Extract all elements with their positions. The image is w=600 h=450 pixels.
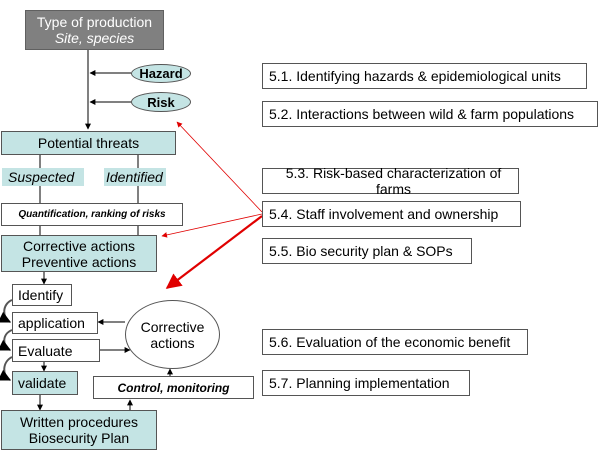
corrective-actions-oval: Corrective actions xyxy=(125,300,220,369)
evaluate-label: Evaluate xyxy=(18,342,73,359)
written-line2: Biosecurity Plan xyxy=(28,430,130,446)
loop-arrow-3 xyxy=(0,356,13,381)
evaluate-box: Evaluate xyxy=(12,339,100,362)
potential-threats-label: Potential threats xyxy=(37,135,140,151)
section-5-5: 5.5. Bio security plan & SOPs xyxy=(262,238,472,264)
hazard-label: Hazard xyxy=(139,66,183,81)
loop-arrow-1 xyxy=(0,299,13,323)
written-procedures-box: Written procedures Biosecurity Plan xyxy=(1,410,157,450)
control-monitoring-label: Control, monitoring xyxy=(117,380,230,395)
section-5-4-label: 5.4. Staff involvement and ownership xyxy=(269,206,499,222)
section-5-3-label: 5.3. Risk-based characterization of farm… xyxy=(285,165,502,197)
production-box: Type of production Site, species xyxy=(25,10,164,50)
section-5-6: 5.6. Evaluation of the economic benefit xyxy=(262,329,528,355)
identified-label: Identified xyxy=(104,168,166,186)
section-5-2: 5.2. Interactions between wild & farm po… xyxy=(262,101,598,127)
identify-label: Identify xyxy=(18,287,64,303)
section-5-3: 5.3. Risk-based characterization of farm… xyxy=(262,165,519,197)
section-5-6-label: 5.6. Evaluation of the economic benefit xyxy=(269,334,511,350)
application-label: application xyxy=(18,315,85,331)
validate-box: validate xyxy=(12,371,78,395)
section-5-7-label: 5.7. Planning implementation xyxy=(269,375,450,391)
written-line1: Written procedures xyxy=(19,414,138,430)
control-monitoring-box: Control, monitoring xyxy=(93,376,254,399)
corrective-line1: Corrective actions xyxy=(22,237,136,254)
suspected-label: Suspected xyxy=(2,168,84,186)
oval-line1: Corrective xyxy=(140,318,205,335)
application-box: application xyxy=(12,312,98,334)
hazard-oval: Hazard xyxy=(131,64,191,83)
loop-arrow-2 xyxy=(0,329,13,351)
validate-label: validate xyxy=(18,375,67,391)
corrective-actions-box: Corrective actions Preventive actions xyxy=(1,235,157,272)
red-arrow-to-written-bold xyxy=(165,215,263,289)
corrective-line2: Preventive actions xyxy=(21,253,137,270)
section-5-5-label: 5.5. Bio security plan & SOPs xyxy=(269,243,453,259)
potential-threats-box: Potential threats xyxy=(1,131,176,155)
risk-label: Risk xyxy=(147,94,175,110)
section-5-1: 5.1. Identifying hazards & epidemiologic… xyxy=(262,63,587,89)
section-5-7: 5.7. Planning implementation xyxy=(262,370,470,396)
risk-oval: Risk xyxy=(131,92,191,112)
red-arrow-to-risk xyxy=(176,121,263,213)
oval-line2: actions xyxy=(150,334,195,351)
quantification-label: Quantification, ranking of risks xyxy=(18,209,166,220)
identify-box: Identify xyxy=(12,284,72,306)
section-5-4: 5.4. Staff involvement and ownership xyxy=(262,201,521,227)
quantification-box: Quantification, ranking of risks xyxy=(1,203,183,226)
production-subtitle: Site, species xyxy=(54,30,135,46)
section-5-2-label: 5.2. Interactions between wild & farm po… xyxy=(269,106,575,122)
production-title: Type of production xyxy=(36,14,153,30)
red-arrow-to-corrective xyxy=(161,213,263,238)
section-5-1-label: 5.1. Identifying hazards & epidemiologic… xyxy=(269,68,561,84)
